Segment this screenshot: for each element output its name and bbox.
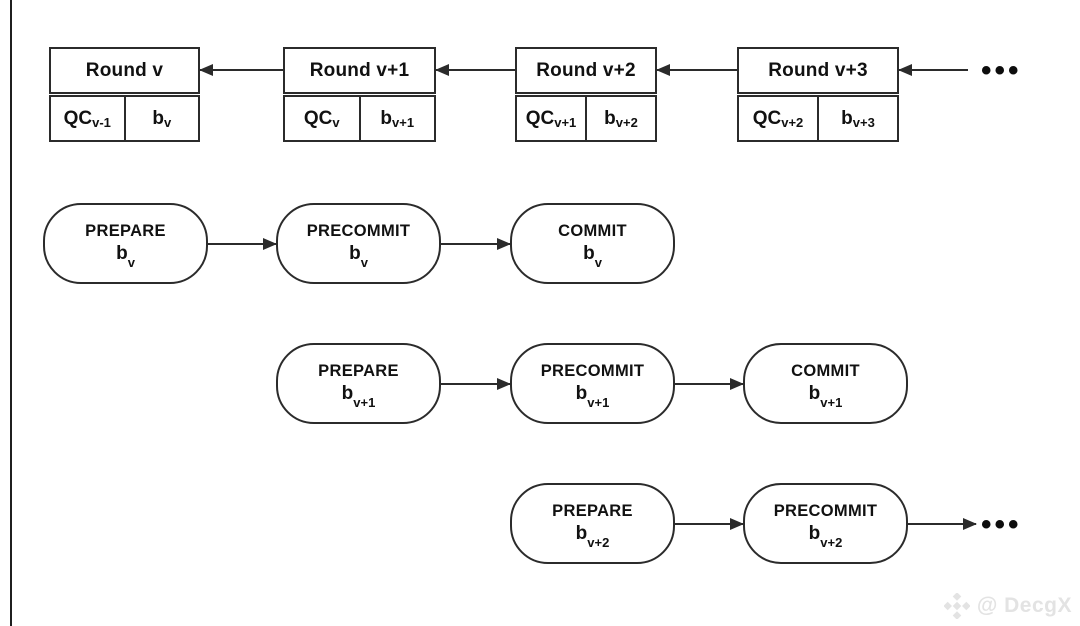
block-label: b — [604, 107, 616, 129]
block-subscript: v+2 — [615, 115, 638, 130]
block-subscript: v — [360, 255, 368, 271]
left-arrow — [435, 63, 515, 76]
right-arrow — [208, 237, 277, 250]
ellipsis-dots: ••• — [981, 54, 1022, 87]
qc-label: QC — [63, 107, 93, 129]
arrowhead-icon — [435, 63, 449, 76]
right-arrow — [675, 377, 744, 390]
arrowhead-icon — [497, 377, 511, 390]
round-title: Round v — [49, 47, 200, 94]
block-subscript: v+3 — [852, 115, 875, 130]
block-label: bv+1 — [575, 382, 610, 411]
block-label: bv+1 — [341, 382, 376, 411]
right-arrow — [441, 377, 511, 390]
block-label: bv — [116, 242, 135, 271]
qc-label: QC — [752, 107, 782, 129]
phase-label: PREPARE — [318, 361, 399, 380]
round-title: Round v+1 — [283, 47, 436, 94]
qc-subscript: v-1 — [92, 115, 111, 130]
phase-pill: PRECOMMIT bv+2 — [743, 483, 908, 564]
diamond-logo-icon — [943, 593, 970, 619]
arrowhead-icon — [656, 63, 670, 76]
watermark-handle: @ DecgX — [976, 594, 1072, 617]
block-subscript: v+1 — [587, 395, 610, 411]
phase-label: PREPARE — [552, 501, 633, 520]
block-subscript: v — [163, 115, 172, 130]
arrowhead-icon — [730, 377, 744, 390]
block-label: bv+2 — [575, 522, 610, 551]
phase-label: COMMIT — [558, 221, 627, 240]
block-subscript: v — [127, 255, 135, 271]
block-label: bv — [583, 242, 602, 271]
arrowhead-icon — [963, 517, 977, 530]
phase-label: COMMIT — [791, 361, 860, 380]
round-title: Round v+2 — [515, 47, 657, 94]
qc-subscript: v+2 — [781, 115, 804, 130]
right-arrow — [675, 517, 744, 530]
left-arrow — [898, 63, 968, 76]
qc-label: QC — [525, 107, 555, 129]
arrowhead-icon — [898, 63, 912, 76]
block-label: b — [841, 107, 853, 129]
phase-pill: PREPARE bv — [43, 203, 208, 284]
arrowhead-icon — [199, 63, 213, 76]
phase-pill: PREPARE bv+2 — [510, 483, 675, 564]
block-label: bv — [349, 242, 368, 271]
block-subscript: v+1 — [353, 395, 376, 411]
arrowhead-icon — [730, 517, 744, 530]
phase-pill: PRECOMMIT bv — [276, 203, 441, 284]
phase-pill: COMMIT bv+1 — [743, 343, 908, 424]
qc-subscript: v — [332, 115, 340, 130]
right-arrow — [441, 237, 511, 250]
ellipsis-dots: ••• — [981, 508, 1022, 541]
block-subscript: v+2 — [820, 535, 843, 551]
phase-label: PRECOMMIT — [773, 501, 878, 520]
block-label: bv+1 — [808, 382, 843, 411]
qc-subscript: v+1 — [554, 115, 577, 130]
block-subscript: v+1 — [820, 395, 843, 411]
phase-pill: PRECOMMIT bv+1 — [510, 343, 675, 424]
phase-pill: COMMIT bv — [510, 203, 675, 284]
left-arrow — [199, 63, 283, 76]
block-label: b — [380, 107, 393, 129]
left-border-line — [10, 0, 12, 626]
arrowhead-icon — [497, 237, 511, 250]
phase-label: PRECOMMIT — [306, 221, 411, 240]
qc-label: QC — [303, 107, 333, 129]
block-label: b — [152, 107, 164, 129]
phase-pill: PREPARE bv+1 — [276, 343, 441, 424]
phase-label: PRECOMMIT — [540, 361, 645, 380]
block-label: bv+2 — [808, 522, 843, 551]
left-arrow — [656, 63, 737, 76]
block-subscript: v+1 — [392, 115, 415, 130]
phase-label: PREPARE — [85, 221, 166, 240]
block-subscript: v+2 — [587, 535, 610, 551]
right-arrow — [908, 517, 977, 530]
watermark: @ DecgX — [943, 593, 1072, 619]
round-title: Round v+3 — [737, 47, 899, 94]
arrowhead-icon — [263, 237, 277, 250]
block-subscript: v — [594, 255, 602, 271]
